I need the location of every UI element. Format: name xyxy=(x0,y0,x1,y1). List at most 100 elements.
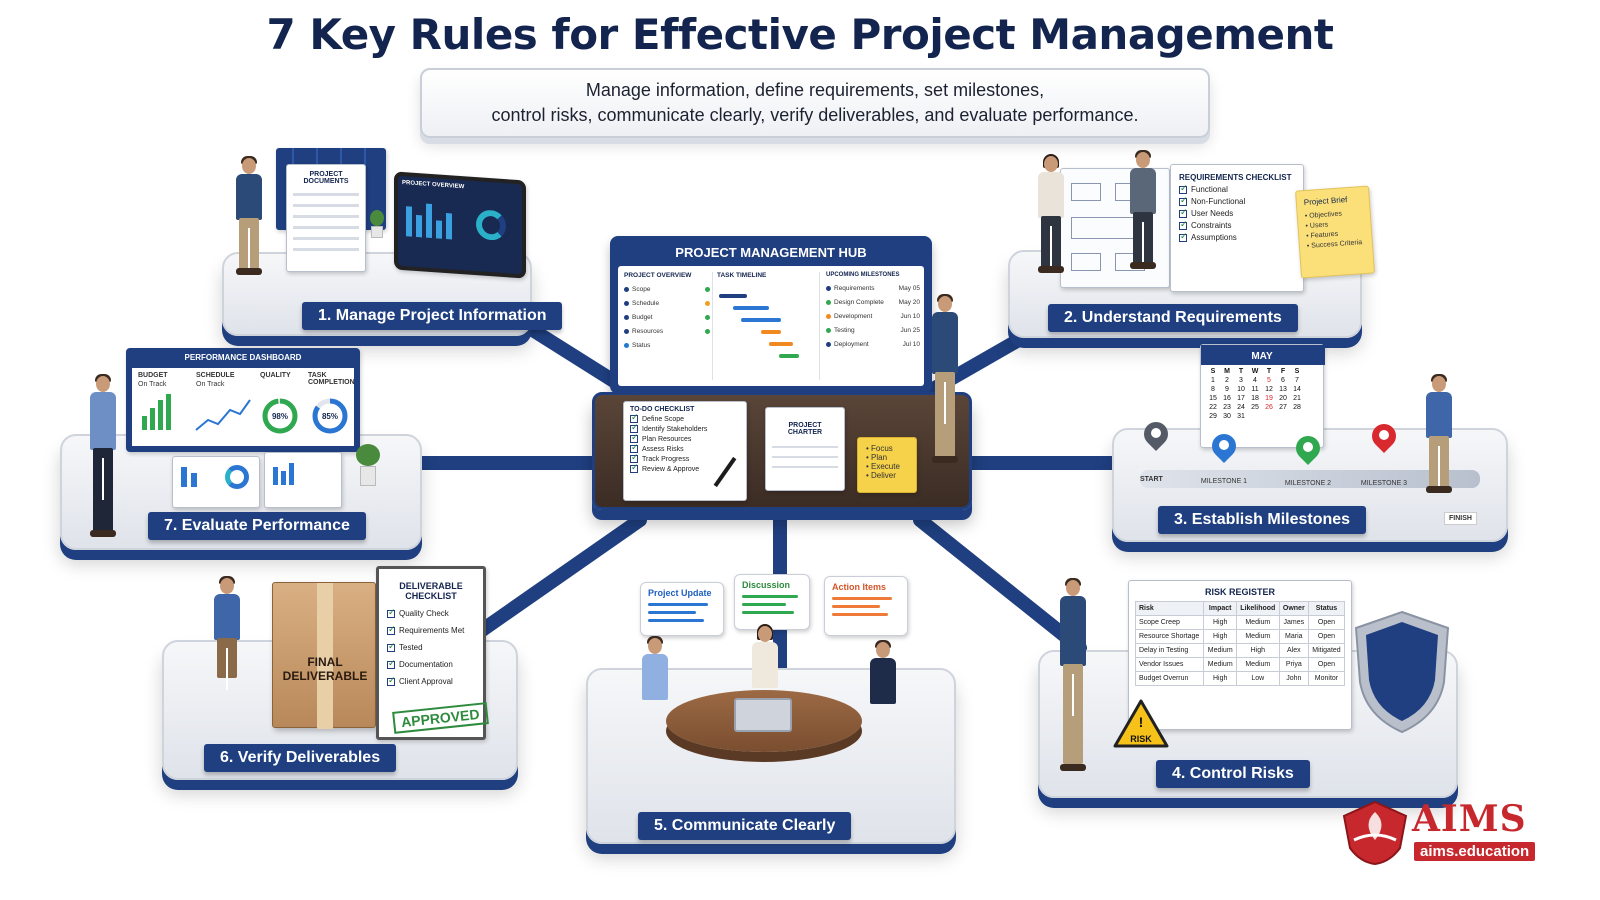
sticky-focus: • Focus xyxy=(866,444,893,453)
task-value: 85% xyxy=(322,412,338,421)
calendar-weekday: S xyxy=(1294,368,1300,375)
calendar-day: 4 xyxy=(1253,377,1257,384)
dashboard-schedule-status: On Track xyxy=(196,381,225,388)
sticky-deliver: • Deliver xyxy=(866,471,896,480)
overview-resources: Resources xyxy=(624,328,710,335)
aims-wordmark: AIMS xyxy=(1412,798,1527,840)
deliv-item-1: Quality Check xyxy=(387,607,475,618)
dashboard-budget: BUDGET xyxy=(138,372,168,379)
todo-item-6: Review & Approve xyxy=(630,462,740,473)
calendar-day: 6 xyxy=(1281,377,1285,384)
deliv-item-2: Requirements Met xyxy=(387,624,475,635)
brief-item-3: • Features xyxy=(1306,230,1339,241)
project-brief: Project Brief • Objectives • Users • Fea… xyxy=(1295,185,1375,279)
hub-title: PROJECT MANAGEMENT HUB xyxy=(675,245,867,260)
pin-milestone-2: MILESTONE 2 xyxy=(1285,431,1331,487)
calendar-day: 27 xyxy=(1279,404,1287,411)
req-item-4: Constraints xyxy=(1179,219,1295,230)
milestone-start: START xyxy=(1140,476,1163,483)
req-item-3: User Needs xyxy=(1179,207,1295,218)
todo-title: TO-DO CHECKLIST xyxy=(630,406,695,413)
hub-board: PROJECT MANAGEMENT HUB PROJECT OVERVIEW … xyxy=(610,236,932,394)
rule7-label: 7. Evaluate Performance xyxy=(148,512,366,540)
calendar-weekday: S xyxy=(1210,368,1216,375)
brief-item-4: • Success Criteria xyxy=(1306,239,1363,250)
calendar-day: 31 xyxy=(1237,413,1245,420)
calendar-weekday: M xyxy=(1224,368,1230,375)
dashboard-title: PERFORMANCE DASHBOARD xyxy=(184,353,302,362)
pin-milestone-3: MILESTONE 3 xyxy=(1361,419,1407,487)
calendar-day: 2 xyxy=(1225,377,1229,384)
dashboard-quality: QUALITY xyxy=(260,372,291,379)
hub-timeline-title: TASK TIMELINE xyxy=(717,272,767,279)
bubble-action-items: Action Items xyxy=(824,576,908,636)
person-rule6 xyxy=(212,576,242,708)
calendar-day: 16 xyxy=(1223,395,1231,402)
calendar-day: 26 xyxy=(1265,404,1273,411)
calendar-weekday: W xyxy=(1251,368,1259,375)
person-rule1 xyxy=(234,156,264,278)
approved-stamp: APPROVED xyxy=(392,702,489,734)
rule5-label: 5. Communicate Clearly xyxy=(638,812,852,840)
calendar-day: 22 xyxy=(1209,404,1217,411)
person-rule5-center xyxy=(750,624,780,706)
deliv-item-3: Tested xyxy=(387,641,475,652)
calendar-day: 10 xyxy=(1237,386,1245,393)
timeline-bar-4 xyxy=(761,330,781,334)
schedule-line-chart xyxy=(195,399,251,431)
plant-icon-rule7 xyxy=(354,444,382,490)
sticky-note: • Focus • Plan • Execute • Deliver xyxy=(857,437,917,493)
rule4-label: 4. Control Risks xyxy=(1156,760,1310,788)
calendar-month: MAY xyxy=(1251,351,1273,362)
timeline-bar-5 xyxy=(769,342,793,346)
box-label: FINAL DELIVERABLE xyxy=(282,655,368,683)
task-gauge: 85% xyxy=(312,398,348,434)
performance-dashboard: PERFORMANCE DASHBOARD BUDGET On Track SC… xyxy=(126,348,360,452)
person-rule2-woman xyxy=(1036,154,1066,276)
hub-screen: PROJECT OVERVIEW Scope Schedule Budget R… xyxy=(618,266,924,386)
calendar-day: 5 xyxy=(1267,377,1271,384)
bubble-project-update: Project Update xyxy=(640,582,724,636)
calendar-day: 13 xyxy=(1279,386,1287,393)
person-rule5-right xyxy=(868,640,898,732)
quality-gauge: 98% xyxy=(262,398,298,434)
overview-scope: Scope xyxy=(624,286,710,293)
calendar-day: 18 xyxy=(1251,395,1259,402)
calendar-day: 21 xyxy=(1293,395,1301,402)
calendar-day: 8 xyxy=(1211,386,1215,393)
todo-checklist: TO-DO CHECKLIST Define Scope Identify St… xyxy=(623,401,747,501)
plant-icon xyxy=(366,210,388,240)
calendar-day: 17 xyxy=(1237,395,1245,402)
calendar-day: 25 xyxy=(1251,404,1259,411)
calendar-day: 12 xyxy=(1265,386,1273,393)
person-rule3 xyxy=(1424,374,1454,496)
subtitle-box: Manage information, define requirements,… xyxy=(420,68,1210,138)
person-rule2-man xyxy=(1128,150,1158,272)
brief-item-1: • Objectives xyxy=(1304,210,1343,221)
milestone-track xyxy=(1140,470,1480,488)
calendar-weekday: T xyxy=(1266,368,1272,375)
requirements-checklist-title: REQUIREMENTS CHECKLIST xyxy=(1179,173,1292,182)
subtitle-line-1: Manage information, define requirements,… xyxy=(585,80,1045,100)
calendar-day: 30 xyxy=(1223,413,1231,420)
risk-register-title: RISK REGISTER xyxy=(1204,587,1275,597)
hub-desk: TO-DO CHECKLIST Define Scope Identify St… xyxy=(592,392,972,510)
person-rule4 xyxy=(1058,578,1088,776)
req-item-1: Functional xyxy=(1179,183,1295,194)
tablet-dashboard-title: PROJECT OVERVIEW xyxy=(402,179,465,191)
dashboard-budget-status: On Track xyxy=(138,381,167,388)
subtitle-line-2: control risks, communicate clearly, veri… xyxy=(491,105,1139,125)
timeline-bar-3 xyxy=(741,318,781,322)
req-item-2: Non-Functional xyxy=(1179,195,1295,206)
calendar-day: 14 xyxy=(1293,386,1301,393)
hub-timeline: TASK TIMELINE xyxy=(712,272,820,380)
calendar-day: 20 xyxy=(1279,395,1287,402)
